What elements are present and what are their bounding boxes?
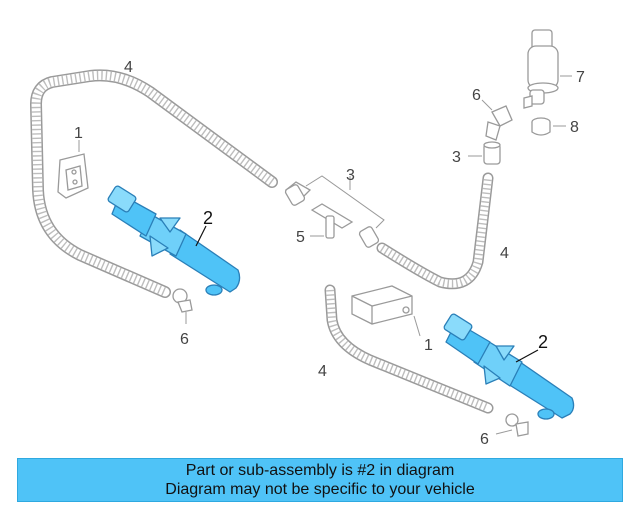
callout-4-top: 4 — [124, 59, 133, 76]
callout-2-right: 2 — [538, 332, 548, 352]
callout-1-right: 1 — [424, 337, 433, 354]
callout-5: 5 — [296, 229, 305, 246]
washer-pump — [523, 29, 559, 109]
grommet — [531, 117, 551, 136]
callout-1-left: 1 — [74, 125, 83, 142]
connector-pair — [284, 181, 380, 248]
hose-middle — [376, 172, 494, 290]
bracket-left — [57, 153, 89, 199]
callout-3-right: 3 — [452, 149, 461, 166]
info-banner: Part or sub-assembly is #2 in diagram Di… — [17, 458, 623, 502]
callout-7: 7 — [576, 69, 585, 86]
hose-left — [30, 69, 278, 298]
callout-2-left: 2 — [203, 208, 213, 228]
callout-6-bottom: 6 — [480, 431, 489, 448]
washer-nozzle-right — [443, 313, 575, 420]
elbow-top — [485, 105, 513, 141]
callout-6-top: 6 — [472, 87, 481, 104]
bracket-right — [351, 285, 413, 325]
connector-right — [483, 141, 501, 165]
callout-3-middle: 3 — [346, 167, 355, 184]
hose-lower — [324, 284, 494, 414]
elbow-left — [172, 288, 193, 313]
banner-line-2: Diagram may not be specific to your vehi… — [165, 481, 475, 498]
washer-nozzle-left — [107, 185, 241, 296]
callout-6-left: 6 — [180, 331, 189, 348]
callout-8: 8 — [570, 119, 579, 136]
elbow-bottom — [505, 413, 529, 437]
t-fitting — [310, 203, 354, 239]
callout-4-bottom: 4 — [318, 363, 327, 380]
callout-4-right: 4 — [500, 245, 509, 262]
banner-line-1: Part or sub-assembly is #2 in diagram — [185, 462, 455, 479]
